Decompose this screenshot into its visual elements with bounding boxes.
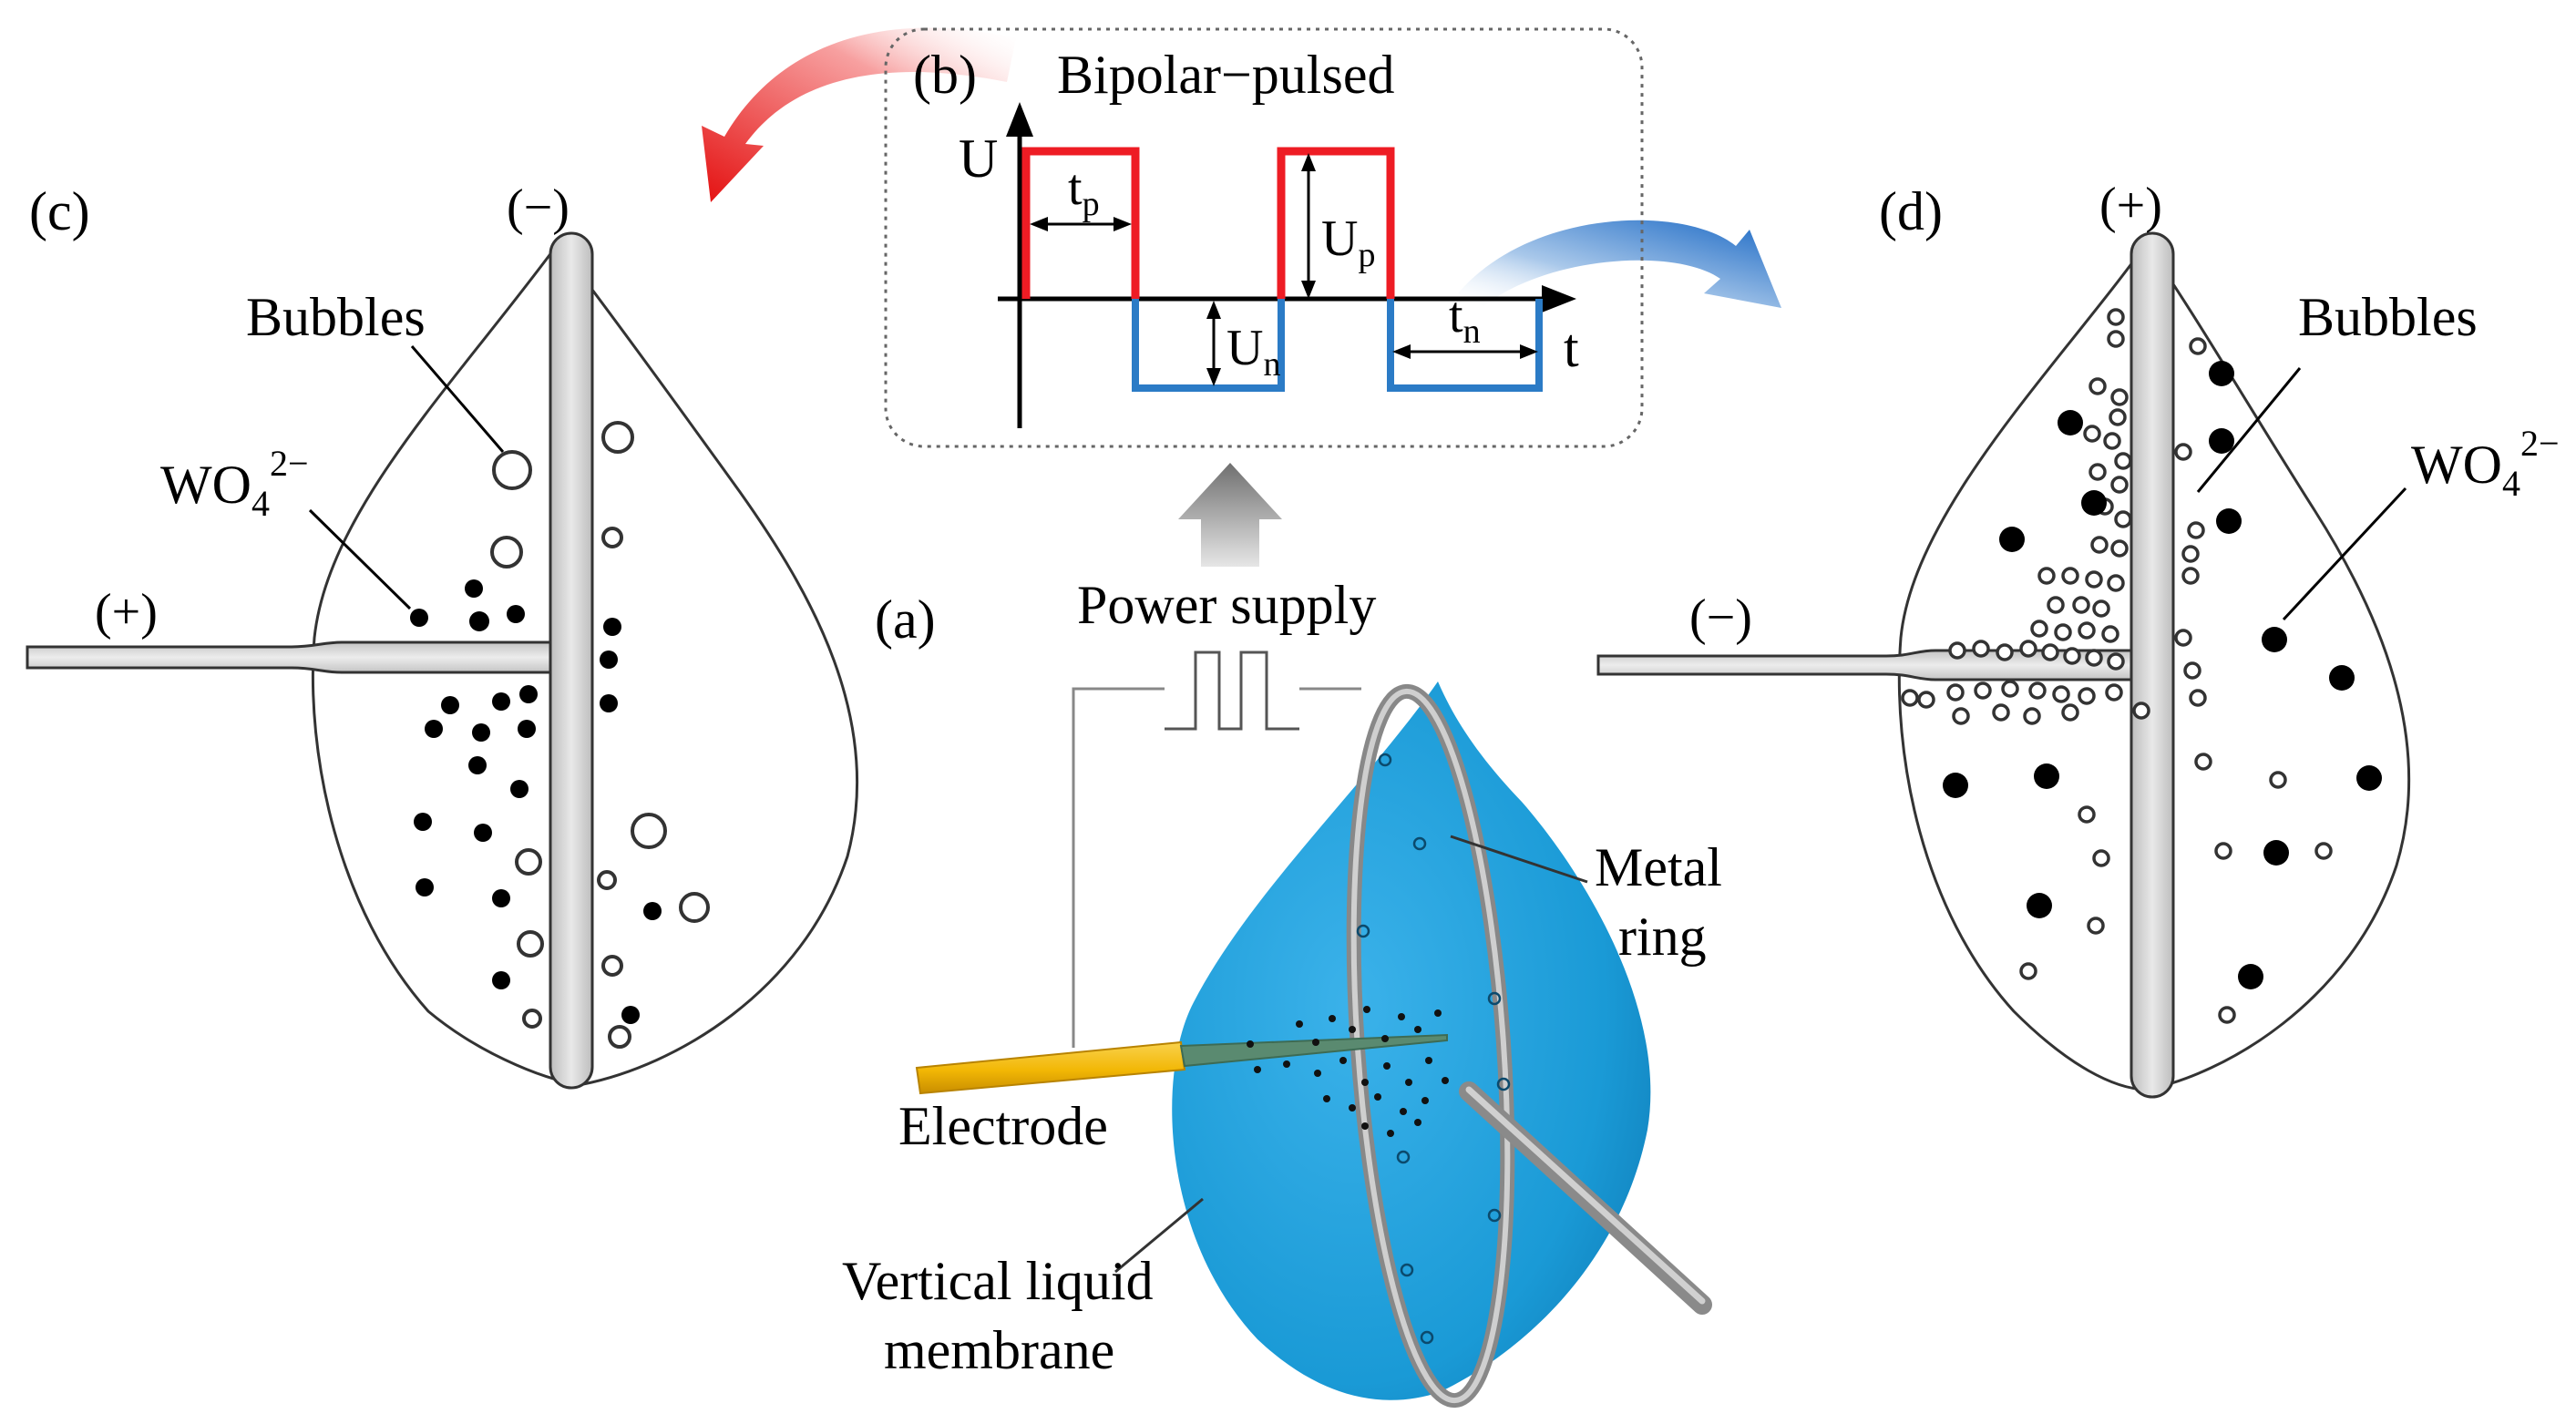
panel-d-ion-leader [2282,487,2407,621]
u-axis-arrowhead [1006,102,1033,137]
metal-ring-highlight [1350,688,1511,1404]
panel-c-tungstate-ions [410,579,662,1024]
negative-pulse-2 [1387,299,1543,392]
svg-text:Up: Up [1321,210,1375,274]
panel-c-ion-leader [308,508,412,610]
negative-pulse-1 [1132,299,1285,392]
power-supply-label: Power supply [1077,575,1376,635]
metal-ring-label-1: Metal [1595,837,1722,897]
up-dimension: Up [1301,153,1375,299]
membrane-label-2: membrane [884,1320,1114,1380]
tp-dimension: tp [1030,159,1132,231]
red-curved-arrow [702,27,1016,202]
panel-d-top-polarity: (+) [2099,178,2162,234]
metal-ring-handle-highlight [1465,1086,1706,1305]
membrane-leader [1114,1197,1204,1274]
svg-text:tp: tp [1068,159,1100,223]
t-axis-arrowhead [1542,285,1576,312]
panel-d-gas-bubbles [1901,308,2333,1024]
metal-ring-leader [1450,835,1588,884]
panel-c-horizontal-electrode [26,640,571,674]
panel-c-bubbles-leader [410,345,505,453]
membrane-bubbles [1356,753,1511,1345]
positive-pulse-1 [1021,147,1140,299]
waveform-frame [884,27,1644,448]
panel-b-label: (b) [913,45,977,105]
panel-d-left-polarity: (−) [1689,589,1752,646]
panel-c-bubbles-label: Bubbles [246,287,426,347]
panel-d-bubbles-label: Bubbles [2298,287,2478,347]
gray-up-arrow [1178,463,1282,567]
blue-curved-arrow [1458,220,1781,308]
panel-c-left-polarity: (+) [95,584,158,640]
u-axis-label: U [959,128,998,189]
svg-text:tn: tn [1449,287,1481,351]
ion-dots [1247,1006,1449,1137]
un-dimension: Un [1206,301,1280,386]
panel-c-ion-label: WO42− [160,443,309,524]
membrane-label-1: Vertical liquid [842,1251,1154,1311]
panel-d-tungstate-ions [1943,361,2382,989]
tn-dimension: tn [1392,287,1538,359]
power-supply-wire [1072,687,1361,1048]
panel-c-top-polarity: (−) [507,179,570,236]
pulse-symbol [1165,651,1299,731]
panel-c-vertical-electrode [549,231,594,1090]
electrode-label: Electrode [898,1096,1108,1156]
t-axis-label: t [1564,318,1579,378]
panel-a-label: (a) [875,589,936,650]
electrode-rod [915,1040,1186,1095]
panel-d-label: (d) [1879,181,1943,241]
panel-c-label: (c) [29,181,90,241]
positive-pulse-2 [1277,147,1395,299]
panel-c: (c) (−) (+) Bubbles WO42− [26,179,859,1090]
panel-a: (a) Power supply Metal ring [842,575,1722,1409]
metal-ring-label-2: ring [1618,907,1707,967]
electrode-tip [1179,1033,1448,1068]
panel-d-ion-label: WO42− [2411,423,2560,504]
panel-d-bubbles-leader [2196,367,2302,493]
waveform-title: Bipolar−pulsed [1057,45,1394,105]
panel-b: (b) Bipolar−pulsed U t tp Up [884,27,1644,448]
panel-c-gas-bubbles [490,421,710,1049]
svg-text:Un: Un [1226,320,1280,384]
panel-d-vertical-electrode [2130,231,2175,1099]
panel-d: (d) (+) (−) Bubbles WO42− [1596,178,2560,1099]
